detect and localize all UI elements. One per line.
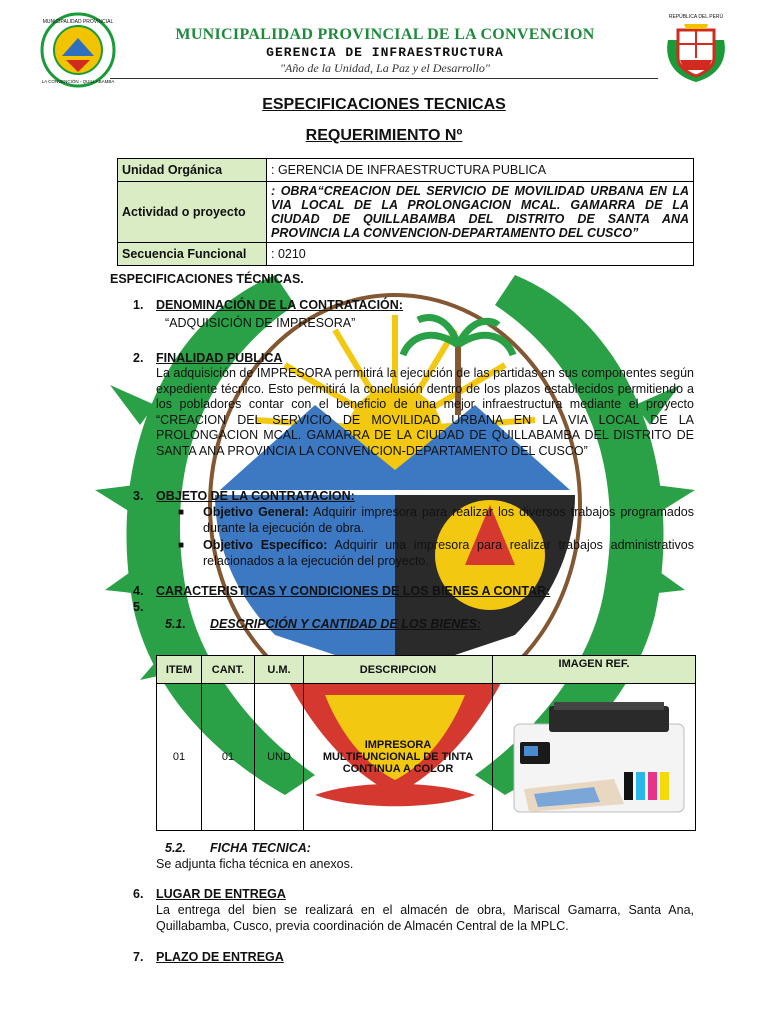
section-number: 6. xyxy=(133,887,144,901)
section-text: La adquisición de IMPRESORA permitirá la… xyxy=(156,366,694,458)
col-item: ITEM xyxy=(156,655,202,684)
info-label: Secuencia Funcional xyxy=(117,242,267,266)
section-heading: LUGAR DE ENTREGA xyxy=(156,887,286,901)
info-table: Unidad Orgánica : GERENCIA DE INFRAESTRU… xyxy=(117,158,694,266)
section-number: 2. xyxy=(133,351,144,365)
bullet-label: Objetivo General: xyxy=(203,505,309,519)
info-value: : 0210 xyxy=(266,242,694,266)
section-number: 7. xyxy=(133,950,144,964)
spec-heading: ESPECIFICACIONES TÉCNICAS. xyxy=(110,272,304,286)
col-img: IMAGEN REF. xyxy=(492,655,696,684)
cell-um: UND xyxy=(254,683,304,831)
subsection-heading: FICHA TECNICA: xyxy=(210,841,311,855)
subsection-number: 5.2. xyxy=(165,841,186,855)
section-number: 4. xyxy=(133,584,144,598)
svg-text:REPÚBLICA DEL PERÚ: REPÚBLICA DEL PERÚ xyxy=(669,13,724,20)
section-number: 5. xyxy=(133,600,144,614)
year-motto: "Año de la Unidad, La Paz y el Desarroll… xyxy=(280,61,490,75)
printer-image xyxy=(513,701,685,812)
table-row: Unidad Orgánica : GERENCIA DE INFRAESTRU… xyxy=(117,158,694,182)
bullet-icon: ■ xyxy=(178,507,185,518)
document-title: ESPECIFICACIONES TECNICAS xyxy=(262,96,506,113)
section-text: Se adjunta ficha técnica en anexos. xyxy=(156,857,354,871)
section-number: 3. xyxy=(133,489,144,503)
table-row: Secuencia Funcional : 0210 xyxy=(117,242,694,266)
table-row: 01 01 UND IMPRESORA MULTIFUNCIONAL DE TI… xyxy=(156,683,696,831)
section-number: 1. xyxy=(133,298,144,312)
bullet-item: ■ Objetivo General: Adquirir impresora p… xyxy=(178,505,694,536)
bullet-item: ■ Objetivo Específico: Adquirir una impr… xyxy=(178,538,694,569)
office-name: GERENCIA DE INFRAESTRUCTURA xyxy=(266,45,504,60)
info-value: : OBRA“CREACION DEL SERVICIO DE MOVILIDA… xyxy=(266,181,694,243)
bullet-text: Adquirir impresora para realizar los div… xyxy=(203,505,694,535)
info-value: : GERENCIA DE INFRAESTRUCTURA PUBLICA xyxy=(266,158,694,182)
section-heading: FINALIDAD PUBLICA xyxy=(156,351,283,365)
bullet-icon: ■ xyxy=(178,540,185,551)
municipality-name: MUNICIPALIDAD PROVINCIAL DE LA CONVENCIO… xyxy=(175,26,595,43)
section-heading: DENOMINACIÓN DE LA CONTRATACIÓN: xyxy=(156,298,403,312)
svg-text:MUNICIPALIDAD PROVINCIAL: MUNICIPALIDAD PROVINCIAL xyxy=(43,19,114,25)
bullet-text: Adquirir una impresora para realizar tra… xyxy=(203,538,694,568)
cell-item: 01 xyxy=(156,683,202,831)
col-um: U.M. xyxy=(254,655,304,684)
table-header-row: ITEM CANT. U.M. DESCRIPCION IMAGEN REF. xyxy=(156,655,696,684)
section-text: “ADQUISICIÓN DE IMPRESORA” xyxy=(165,316,356,330)
col-cant: CANT. xyxy=(201,655,255,684)
info-label: Actividad o proyecto xyxy=(117,181,267,243)
cell-desc: IMPRESORA MULTIFUNCIONAL DE TINTA CONTIN… xyxy=(303,683,493,831)
col-desc: DESCRIPCION xyxy=(303,655,493,684)
section-text: La entrega del bien se realizará en el a… xyxy=(156,903,694,933)
cell-image xyxy=(492,683,696,831)
cell-cant: 01 xyxy=(201,683,255,831)
subsection-number: 5.1. xyxy=(165,617,186,631)
section-heading: OBJETO DE LA CONTRATACION: xyxy=(156,489,355,503)
header-divider xyxy=(110,78,658,79)
municipality-seal-logo: MUNICIPALIDAD PROVINCIAL LA CONVENCIÓN -… xyxy=(40,12,116,88)
requirement-number: REQUERIMIENTO Nº xyxy=(305,127,463,144)
table-row: Actividad o proyecto : OBRA“CREACION DEL… xyxy=(117,181,694,243)
peru-coat-of-arms-logo: REPÚBLICA DEL PERÚ xyxy=(667,13,725,82)
items-table: ITEM CANT. U.M. DESCRIPCION IMAGEN REF. … xyxy=(156,655,696,831)
section-heading: PLAZO DE ENTREGA xyxy=(156,950,284,964)
section-heading: CARACTERISTICAS Y CONDICIONES DE LOS BIE… xyxy=(156,584,551,598)
info-label: Unidad Orgánica xyxy=(117,158,267,182)
svg-text:LA CONVENCIÓN - QUILLABAMBA: LA CONVENCIÓN - QUILLABAMBA xyxy=(42,78,115,84)
subsection-heading: DESCRIPCIÓN Y CANTIDAD DE LOS BIENES: xyxy=(210,617,482,631)
bullet-label: Objetivo Específico: xyxy=(203,538,328,552)
